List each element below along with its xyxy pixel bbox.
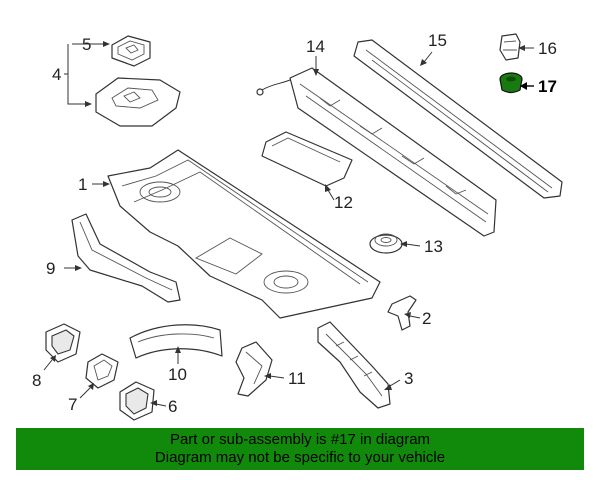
callout-11: 11 [288,369,306,388]
part-12-panel [261,131,353,187]
callout-9: 9 [46,259,55,278]
callout-17: 17 [538,77,557,96]
callout-3: 3 [404,369,413,388]
callout-2: 2 [422,309,431,328]
part-16-clip [499,33,521,61]
callout-13: 13 [424,237,443,256]
callout-7: 7 [68,395,77,414]
part-17-grommet [499,72,523,94]
part-1-parcel-shelf [107,149,381,319]
part-9-duct [71,213,181,303]
part-4-cover [95,77,181,127]
part-2-bracket [387,295,417,331]
part-6-retainer [119,381,155,421]
callout-16: 16 [538,39,557,58]
callout-10: 10 [168,365,187,384]
part-13-ring [369,233,403,254]
callout-1: 1 [78,175,87,194]
part-11-bracket [235,341,273,397]
part-3-bracket [317,321,391,409]
part-15-shelf-cover [353,39,563,199]
part-7-clip [85,353,119,389]
callout-5: 5 [82,35,91,54]
part-14-frame [256,67,497,237]
callout-12: 12 [334,193,353,212]
banner-line-1: Part or sub-assembly is #17 in diagram [169,431,431,448]
callout-14: 14 [306,37,325,56]
part-10-trim [129,324,223,359]
callout-15: 15 [428,31,447,50]
leader-lines [43,41,534,407]
callout-8: 8 [32,371,41,390]
parts-diagram: 5 4 1 9 2 3 10 11 12 13 14 15 16 17 8 7 … [32,31,563,421]
banner-line-2: Diagram may not be specific to your vehi… [154,449,446,466]
callout-4: 4 [52,65,61,84]
part-5-bracket [111,35,151,67]
callout-6: 6 [168,397,177,416]
part-8-clip [45,323,81,363]
info-banner: Part or sub-assembly is #17 in diagram D… [16,428,584,470]
